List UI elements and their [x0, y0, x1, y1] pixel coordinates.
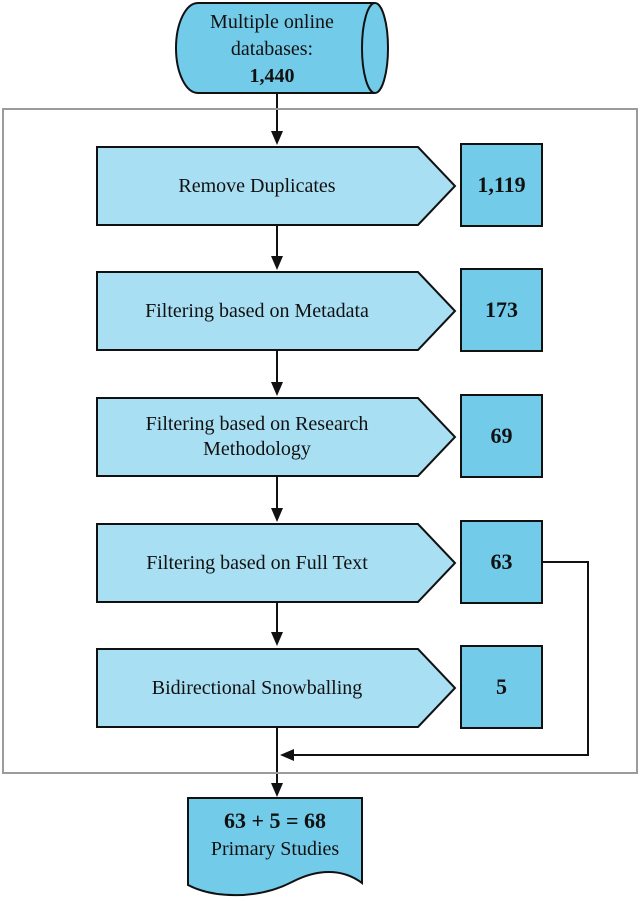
result-equation-text: 63 + 5 = 68: [223, 808, 327, 833]
step-label: Filtering based on Metadata: [145, 299, 369, 322]
count-value: 69: [490, 423, 513, 448]
step-bidirectional-snowballing: Bidirectional Snowballing: [96, 648, 457, 728]
step-filter-research-methodology: Filtering based on Research Methodology: [96, 397, 457, 477]
result-document-shape: 63 + 5 = 68 Primary Studies: [187, 797, 363, 901]
step-label: Filtering based on Research Methodology: [145, 413, 369, 460]
source-database-label: Multiple online databases: 1,440: [182, 9, 362, 89]
document-shape: [187, 797, 363, 897]
step-filter-full-text: Filtering based on Full Text: [96, 523, 457, 603]
step-label: Remove Duplicates: [178, 174, 336, 197]
step-label: Bidirectional Snowballing: [151, 676, 363, 699]
step-filter-metadata: Filtering based on Metadata: [96, 271, 457, 351]
count-value: 63: [490, 549, 513, 574]
step-label: Filtering based on Full Text: [146, 551, 368, 574]
count-box-filter-metadata: 173: [460, 268, 543, 352]
step-remove-duplicates: Remove Duplicates: [96, 146, 457, 226]
count-value: 5: [496, 674, 507, 699]
source-count-text: 1,440: [249, 64, 295, 87]
filtering-stages-container: [2, 108, 638, 774]
count-box-filter-full-text: 63: [460, 520, 543, 604]
count-box-filter-research-methodology: 69: [460, 394, 543, 478]
result-label-text: Primary Studies: [210, 838, 340, 860]
count-value: 1,119: [477, 172, 526, 197]
count-box-bidirectional-snowballing: 5: [460, 645, 543, 729]
arrow-shape: [96, 648, 457, 728]
arrow-shape: [96, 523, 457, 603]
source-database-shape: Multiple online databases: 1,440: [174, 1, 390, 97]
arrow-shape: [96, 271, 457, 351]
arrow-shape: [96, 397, 457, 477]
arrowhead-result: [271, 783, 283, 797]
source-label-text: Multiple online databases:: [210, 10, 334, 60]
result-label: 63 + 5 = 68 Primary Studies: [187, 807, 363, 863]
cylinder-rim-line: [360, 2, 376, 94]
cylinder-shape: [174, 2, 390, 94]
count-value: 173: [485, 297, 518, 322]
arrow-shape: [96, 146, 457, 226]
count-box-remove-duplicates: 1,119: [460, 143, 543, 227]
